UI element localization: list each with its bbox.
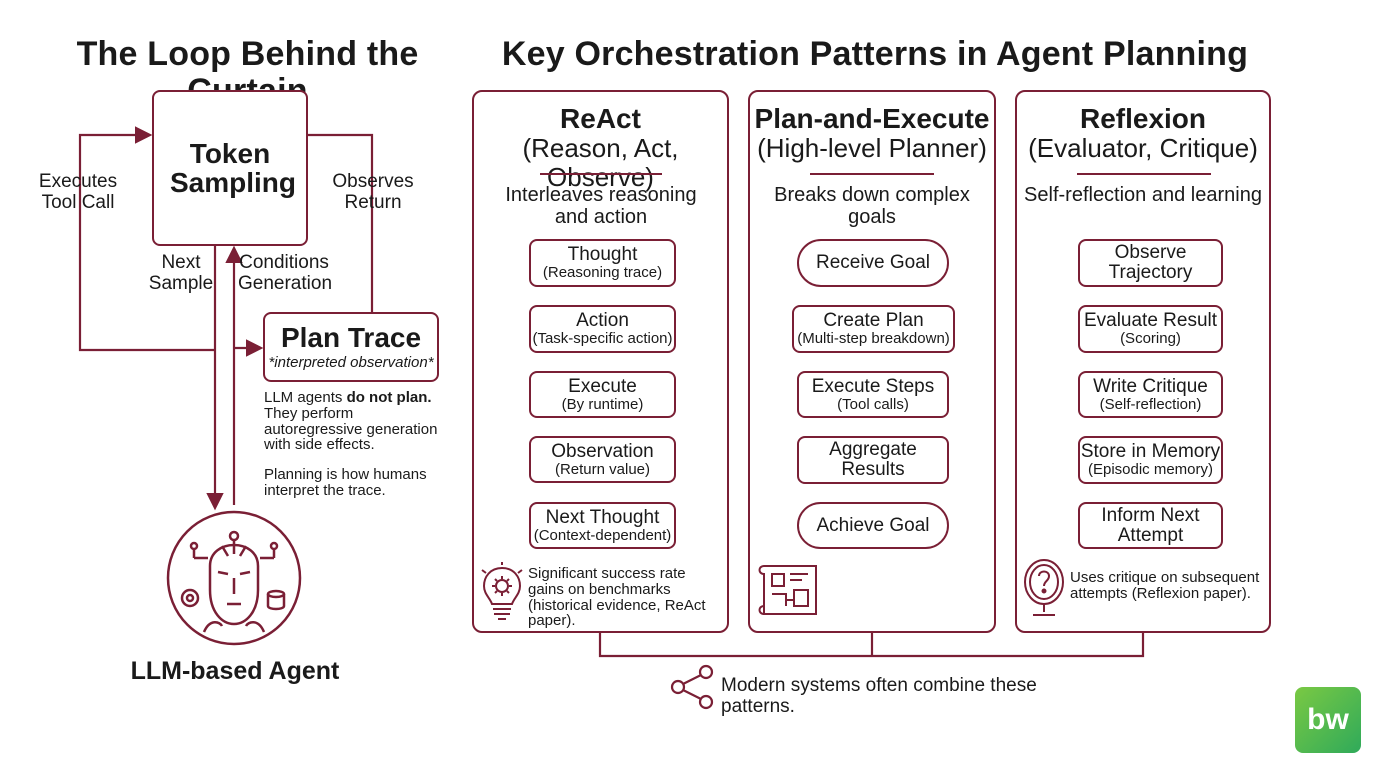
logo-text: bw bbox=[1307, 703, 1349, 736]
card-plan-rule bbox=[810, 173, 934, 175]
plan-step-achieve-goal: Achieve Goal bbox=[797, 502, 949, 549]
reflexion-step-memory: Store in Memory (Episodic memory) bbox=[1078, 436, 1223, 484]
next-sample-label: Next Sample bbox=[148, 252, 214, 294]
plan-step-create-plan: Create Plan (Multi-step breakdown) bbox=[792, 305, 955, 353]
blueprint-icon bbox=[758, 565, 817, 616]
share-icon bbox=[670, 664, 714, 710]
plan-trace-subtitle: *interpreted observation* bbox=[268, 353, 434, 371]
executes-tool-call-label: Executes Tool Call bbox=[38, 171, 118, 213]
card-plan-title: Plan-and-Execute bbox=[754, 103, 990, 134]
card-reflexion bbox=[1015, 90, 1271, 633]
plan-step-aggregate: Aggregate Results bbox=[797, 436, 949, 484]
lightbulb-gear-icon bbox=[481, 562, 523, 620]
reflexion-step-critique: Write Critique (Self-reflection) bbox=[1078, 371, 1223, 418]
card-plan-subtitle: (High-level Planner) bbox=[757, 133, 987, 163]
plan-step-execute-steps: Execute Steps (Tool calls) bbox=[797, 371, 949, 418]
plan-trace-title: Plan Trace bbox=[280, 322, 422, 354]
react-step-observation: Observation (Return value) bbox=[529, 436, 676, 483]
observes-return-label: Observes Return bbox=[332, 171, 414, 213]
card-plan-desc: Breaks down complex goals bbox=[774, 184, 970, 228]
card-reflexion-desc: Self-reflection and learning bbox=[1024, 184, 1262, 206]
card-react-rule bbox=[540, 173, 662, 175]
card-react-subtitle: (Reason, Act, Observe) bbox=[522, 133, 679, 192]
combine-text: Modern systems often combine these patte… bbox=[721, 675, 1037, 717]
card-plan-execute bbox=[748, 90, 996, 633]
token-sampling-box: Token Sampling bbox=[152, 90, 308, 246]
plan-note-bold: do not plan. bbox=[346, 389, 432, 406]
mirror-question-icon bbox=[1024, 559, 1064, 616]
robot-head-icon bbox=[166, 510, 302, 646]
conditions-generation-label: Conditions Generation bbox=[238, 252, 333, 294]
plan-step-receive-goal: Receive Goal bbox=[797, 239, 949, 287]
token-sampling-label: Token Sampling bbox=[170, 137, 297, 198]
card-reflexion-footer: Uses critique on subsequent attempts (Re… bbox=[1070, 569, 1260, 602]
card-react-footer: Significant success rate gains on benchm… bbox=[528, 565, 706, 630]
card-react-title: ReAct bbox=[560, 103, 641, 134]
reflexion-step-observe: Observe Trajectory bbox=[1078, 239, 1223, 287]
plan-note-2: Planning is how humans interpret the tra… bbox=[264, 466, 427, 499]
bw-logo-icon: bw bbox=[1295, 687, 1361, 753]
react-step-execute: Execute (By runtime) bbox=[529, 371, 676, 418]
card-reflexion-title: Reflexion bbox=[1079, 103, 1207, 134]
card-reflexion-subtitle: (Evaluator, Critique) bbox=[1028, 133, 1258, 163]
reflexion-step-inform: Inform Next Attempt bbox=[1078, 502, 1223, 549]
react-step-thought: Thought (Reasoning trace) bbox=[529, 239, 676, 287]
reflexion-step-evaluate: Evaluate Result (Scoring) bbox=[1078, 305, 1223, 353]
plan-note-1: LLM agents do not plan. They perform aut… bbox=[264, 389, 438, 454]
card-reflexion-rule bbox=[1077, 173, 1211, 175]
card-react-desc: Interleaves reasoning and action bbox=[505, 184, 697, 228]
plan-trace-box: Plan Trace *interpreted observation* bbox=[263, 312, 439, 382]
agent-label: LLM-based Agent bbox=[130, 657, 340, 685]
react-step-action: Action (Task-specific action) bbox=[529, 305, 676, 353]
right-title: Key Orchestration Patterns in Agent Plan… bbox=[501, 35, 1249, 73]
react-step-next-thought: Next Thought (Context-dependent) bbox=[529, 502, 676, 549]
